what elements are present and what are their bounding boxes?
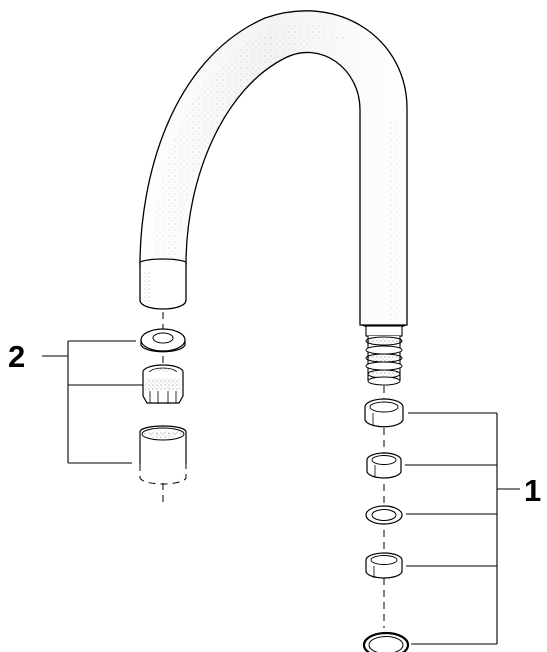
part-split-ring-1 [364,398,404,428]
part-aerator-housing [139,425,187,485]
part-seal-ring [362,631,410,652]
hose-connector [365,325,403,386]
part-split-ring-3 [365,552,403,579]
part-flat-washer [140,328,186,353]
callout-label-2: 2 [8,339,25,374]
callout-2-leaders [42,340,143,464]
callout-label-1: 1 [524,473,541,508]
spout-tube [139,10,408,329]
part-split-ring-2 [366,452,402,479]
callout-1-leaders [405,412,520,645]
part-aerator-insert [142,364,184,404]
part-o-ring [365,505,403,525]
